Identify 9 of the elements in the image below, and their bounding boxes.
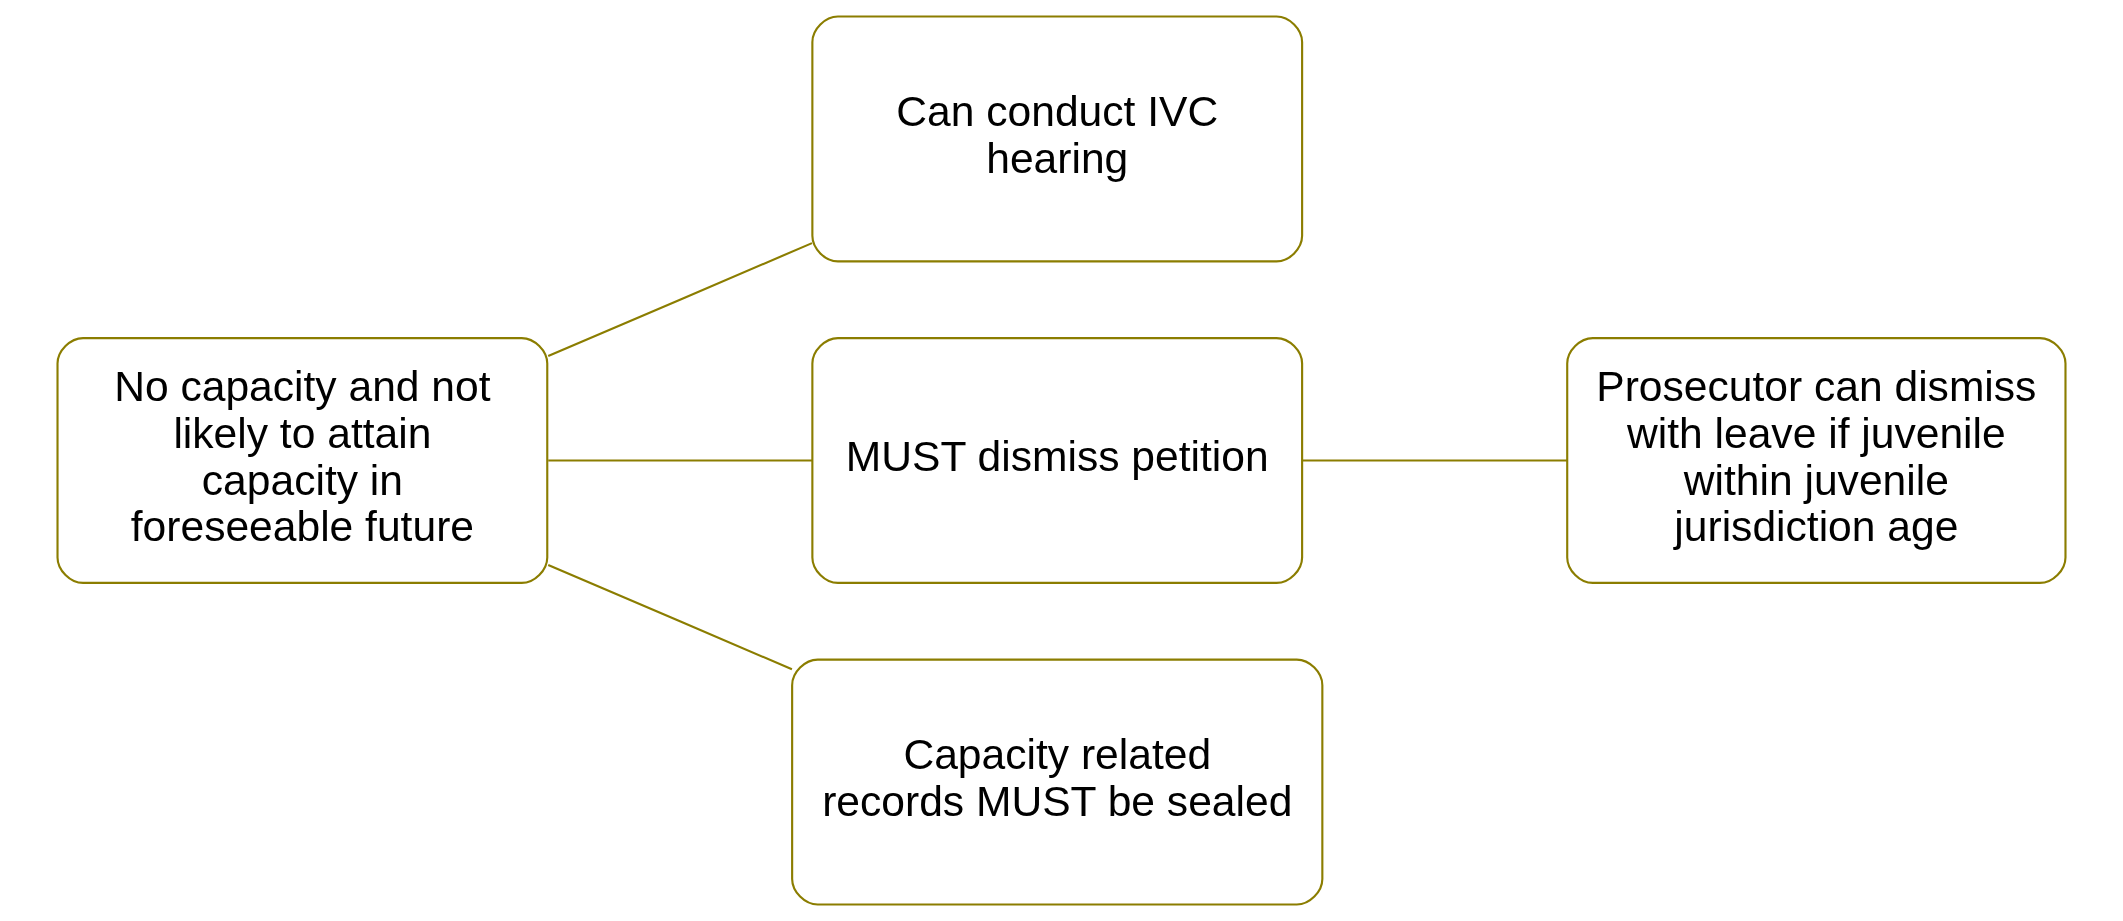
node-box: Can conduct IVC hearing [811, 15, 1304, 263]
node-box: Capacity related records MUST be sealed [791, 658, 1324, 906]
node-box: No capacity and not likely to attain capacity in foreseeable future [56, 337, 549, 584]
connector [547, 563, 793, 671]
connector [548, 459, 812, 462]
node-box: Prosecutor can dismiss with leave if juvenile within juvenile jurisdiction age [1566, 337, 2067, 584]
connector [547, 242, 813, 358]
connector [1302, 459, 1568, 462]
node-box: MUST dismiss petition [811, 337, 1304, 584]
